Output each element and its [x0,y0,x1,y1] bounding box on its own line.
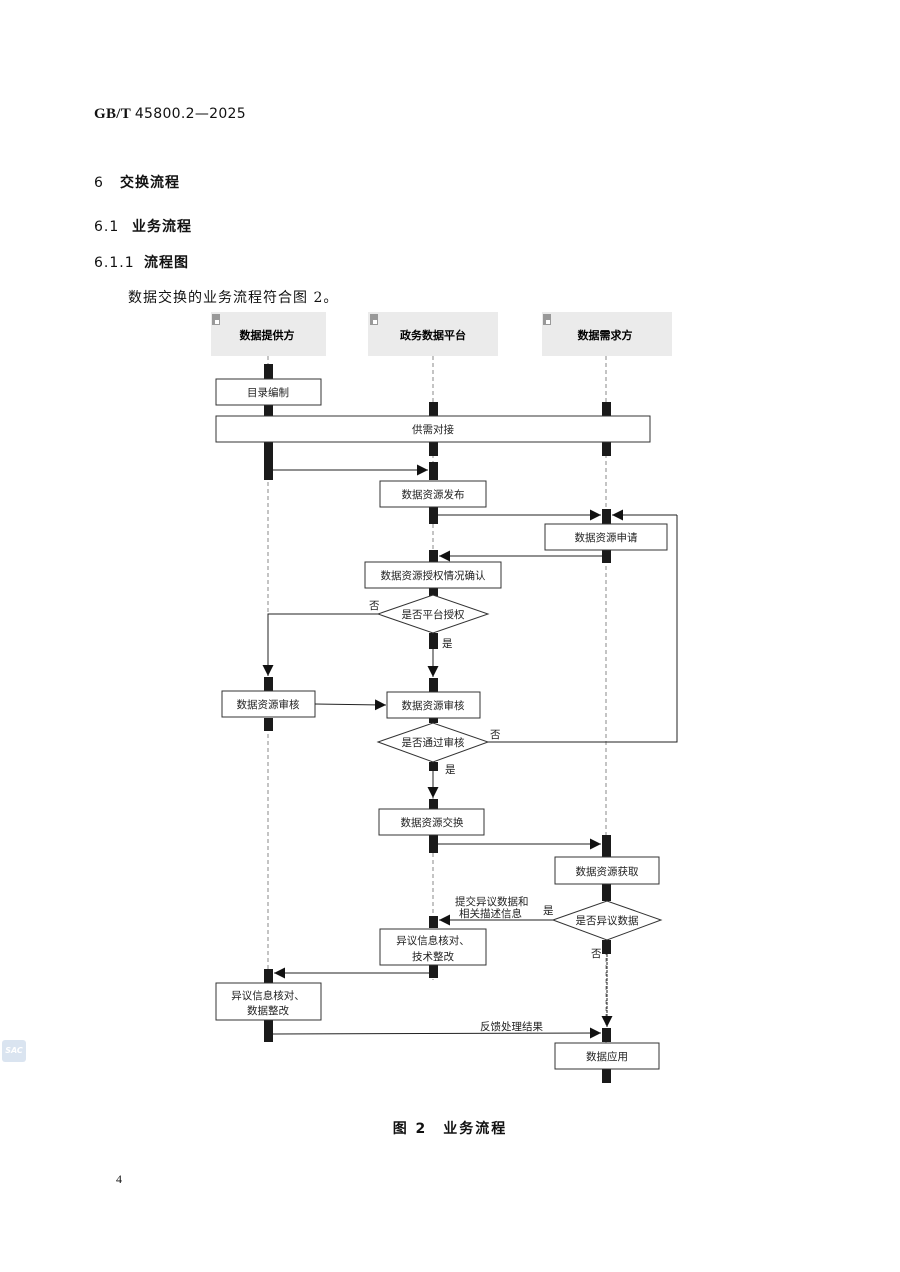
page-number: 4 [116,1172,122,1186]
step-apply: 数据资源申请 [544,523,668,551]
feedback-label: 反馈处理结果 [480,1020,543,1033]
arrow-feedback [272,1027,602,1039]
arrow-provider-review-to-platform [314,699,387,711]
step-label-line1: 异议信息核对、 [231,989,305,1002]
lane-header-consumer: 数据需求方 [542,312,672,356]
standard-number: 45800.2—2025 [134,106,246,122]
step-catalog: 目录编制 [215,378,322,406]
standard-id: GB/T 45800.2—2025 [94,106,246,123]
lane-header-provider: 数据提供方 [211,312,326,356]
auth-no-label: 否 [369,600,380,612]
section-heading-6-1: 6.1 业务流程 [94,216,192,236]
decision-platform-auth: 是否平台授权 [376,594,490,634]
step-label: 数据应用 [586,1050,628,1063]
step-exchange: 数据资源交换 [378,808,485,836]
decision-review-pass: 是否通过审核 [376,722,490,763]
step-label: 数据资源授权情况确认 [381,569,486,582]
step-label: 数据资源审核 [237,698,300,711]
step-label-line2: 技术整改 [412,950,454,963]
lane-label: 数据需求方 [578,328,633,342]
review-no-label: 否 [490,729,501,741]
section-number: 6.1 [94,219,120,235]
dispute-yes-label: 是 [543,905,554,917]
step-label: 数据资源发布 [402,488,465,501]
activation-bars [264,364,611,1083]
step-platform-review: 数据资源审核 [386,691,481,719]
section-heading-6-1-1: 6.1.1 流程图 [94,252,189,272]
section-heading-6: 6 交换流程 [94,172,180,192]
step-label-line1: 异议信息核对、 [396,934,470,947]
submit-dispute-label-line2: 相关描述信息 [459,907,522,920]
step-label-line2: 数据整改 [247,1004,289,1017]
dispute-no-label: 否 [591,948,602,960]
section-title: 流程图 [144,255,189,271]
step-label: 数据资源获取 [576,865,639,878]
body-paragraph: 数据交换的业务流程符合图 2。 [128,290,339,306]
section-title: 业务流程 [132,219,192,235]
line-review-fail-loop [488,515,678,743]
lane-icon [212,314,220,325]
step-label: 数据资源交换 [401,816,464,829]
step-match: 供需对接 [215,415,651,443]
standard-prefix: GB/T [94,106,131,122]
step-data-fix: 异议信息核对、 数据整改 [215,982,322,1021]
section-number: 6.1.1 [94,255,135,271]
step-tech-fix: 异议信息核对、 技术整改 [379,928,487,966]
figure-caption: 图 2 业务流程 [392,1121,508,1137]
lane-label: 政务数据平台 [400,328,466,342]
sac-watermark-logo: SAC [2,1040,26,1062]
step-publish: 数据资源发布 [379,480,487,508]
submit-dispute-label-line1: 提交异议数据和 [455,895,529,908]
step-use: 数据应用 [554,1042,660,1070]
lane-icon [370,314,378,325]
lane-icon [543,314,551,325]
step-auth-confirm: 数据资源授权情况确认 [364,561,502,589]
review-yes-label: 是 [445,764,456,776]
arrow-auth-no [262,613,378,676]
step-label: 供需对接 [412,423,454,436]
step-label: 目录编制 [247,386,289,399]
lane-header-platform: 政务数据平台 [368,312,498,356]
decision-label: 是否异议数据 [576,914,639,927]
step-label: 数据资源申请 [575,531,638,544]
step-acquire: 数据资源获取 [554,856,660,885]
step-provider-review: 数据资源审核 [221,690,316,718]
lane-label: 数据提供方 [240,328,295,342]
section-number: 6 [94,175,104,191]
decision-label: 是否通过审核 [402,736,465,749]
section-title: 交换流程 [120,175,180,191]
auth-yes-label: 是 [442,638,453,650]
decision-dispute: 是否异议数据 [551,900,663,941]
decision-label: 是否平台授权 [402,608,465,621]
step-label: 数据资源审核 [402,699,465,712]
